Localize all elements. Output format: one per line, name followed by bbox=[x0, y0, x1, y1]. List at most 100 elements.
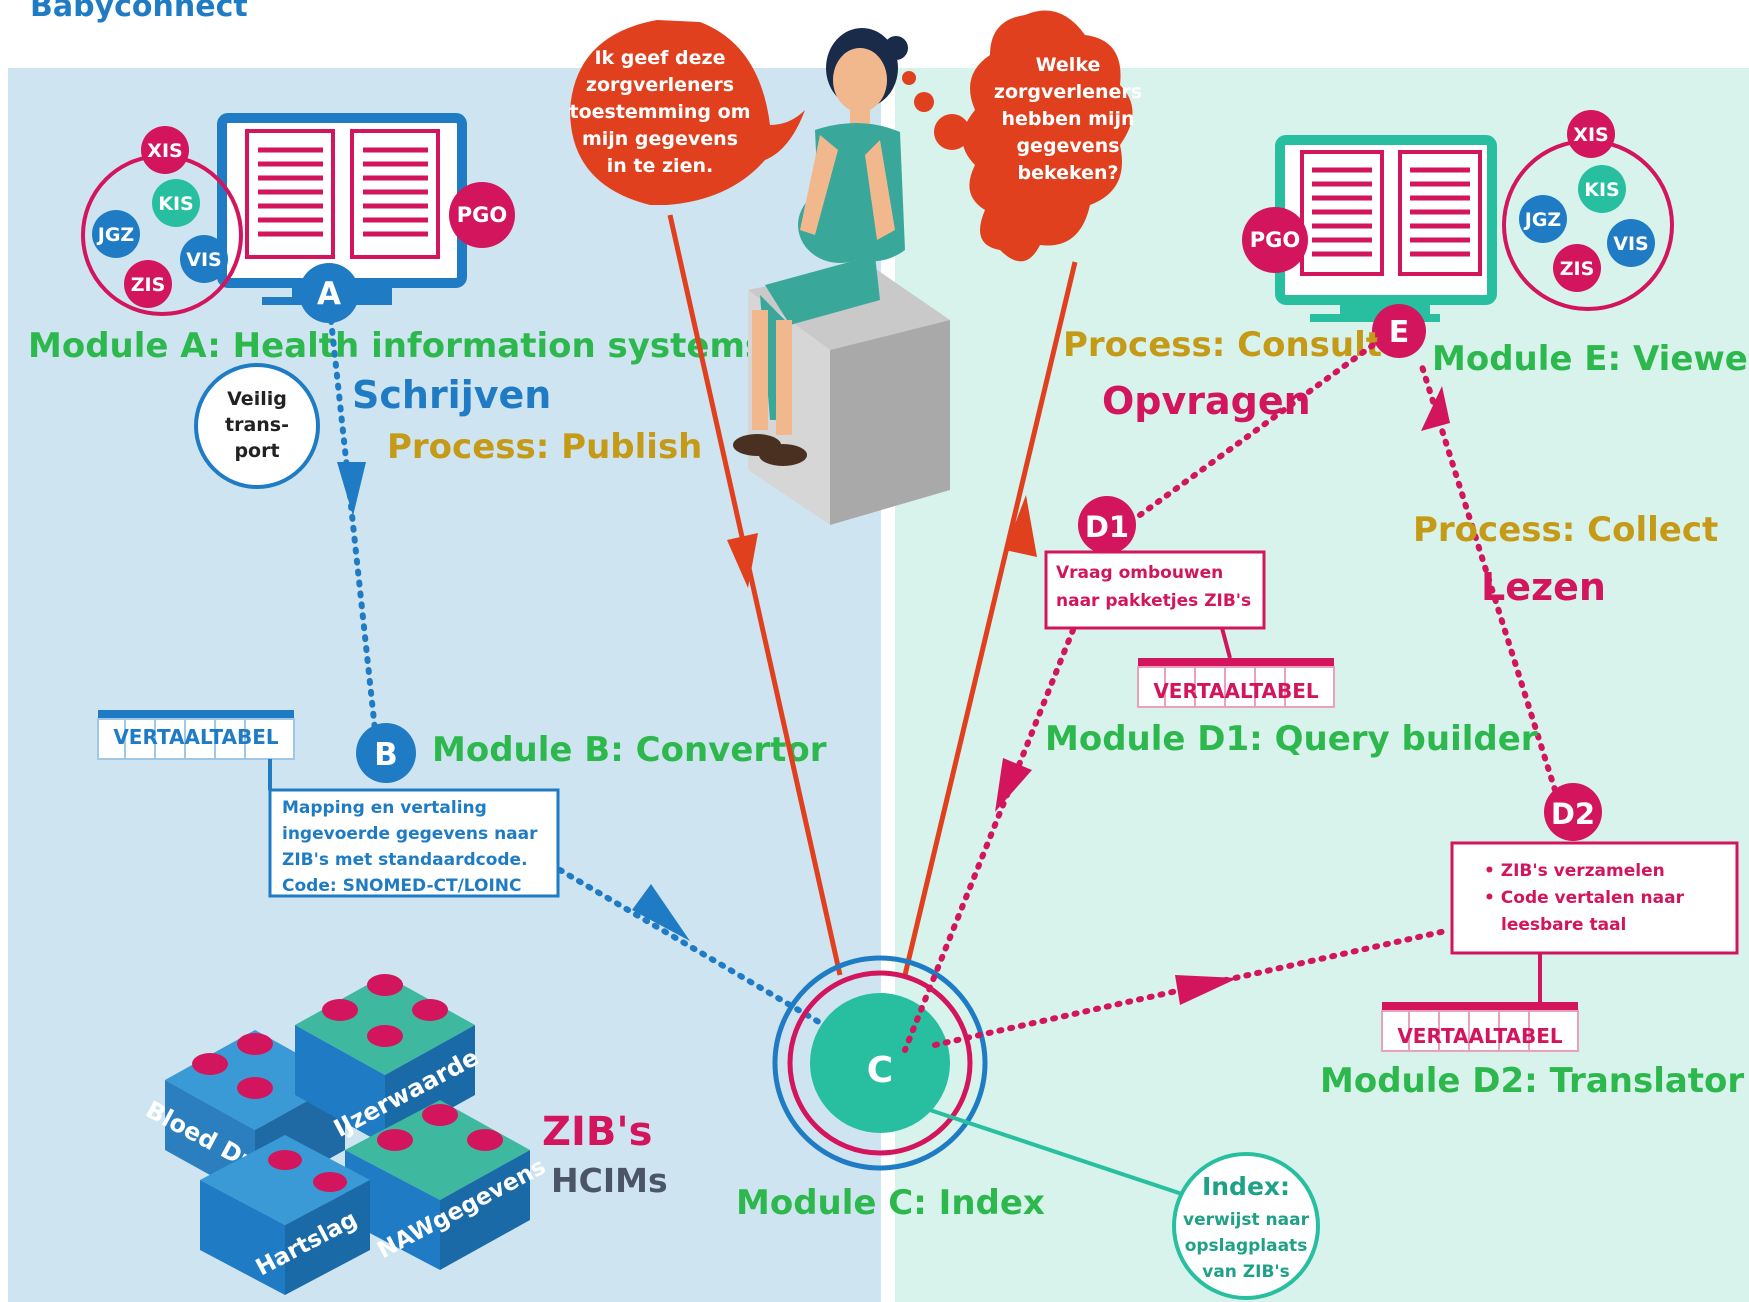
module-d2-marker: D2 bbox=[1544, 783, 1602, 841]
flow-a-to-b bbox=[328, 317, 378, 733]
flow-d2-to-e-arrowhead bbox=[1421, 386, 1450, 431]
svg-text:ZIS: ZIS bbox=[131, 274, 166, 296]
svg-text:XIS: XIS bbox=[1573, 124, 1608, 146]
svg-text:bekeken?: bekeken? bbox=[1017, 162, 1118, 184]
svg-text:KIS: KIS bbox=[1584, 179, 1619, 201]
module-e-monitor-icon bbox=[1275, 135, 1497, 322]
svg-text:ingevoerde gegevens naar: ingevoerde gegevens naar bbox=[282, 824, 538, 844]
svg-text:A: A bbox=[317, 276, 341, 312]
svg-text:PGO: PGO bbox=[457, 203, 507, 227]
module-d1-marker: D1 bbox=[1078, 496, 1136, 554]
svg-text:toestemming om: toestemming om bbox=[569, 101, 750, 123]
svg-text:Mapping en vertaling: Mapping en vertaling bbox=[282, 798, 487, 818]
svg-text:naar pakketjes ZIB's: naar pakketjes ZIB's bbox=[1056, 591, 1251, 611]
module-e-system-badges: XIS KIS JGZ VIS ZIS bbox=[1519, 110, 1655, 292]
babyconnect-logo: Babyconnect bbox=[30, 0, 248, 24]
svg-text:JGZ: JGZ bbox=[1523, 209, 1561, 231]
svg-text:JGZ: JGZ bbox=[96, 224, 134, 246]
module-d1-label: Module D1: Query builder bbox=[1045, 719, 1538, 759]
svg-text:• Code vertalen naar: • Code vertalen naar bbox=[1484, 888, 1685, 908]
opvragen-label: Opvragen bbox=[1102, 379, 1311, 423]
module-b-description-box: Mapping en vertaling ingevoerde gegevens… bbox=[268, 788, 560, 898]
svg-text:VERTAALTABEL: VERTAALTABEL bbox=[113, 725, 279, 749]
svg-text:VERTAALTABEL: VERTAALTABEL bbox=[1153, 679, 1319, 703]
zib-block-ijzerwaarde: IJzerwaarde bbox=[295, 974, 483, 1145]
module-d1-vertaaltabel: VERTAALTABEL bbox=[1137, 627, 1335, 708]
flow-b-to-c bbox=[557, 867, 861, 1048]
module-d2-vertaaltabel: VERTAALTABEL bbox=[1381, 953, 1579, 1052]
module-d2-label: Module D2: Translator bbox=[1320, 1061, 1744, 1101]
svg-text:Ik geef deze: Ik geef deze bbox=[594, 47, 725, 69]
patient-illustration bbox=[733, 28, 950, 525]
zib-subtitle: HCIMs bbox=[551, 1161, 668, 1200]
audit-flow-arrowhead bbox=[1005, 495, 1037, 557]
svg-text:D2: D2 bbox=[1551, 797, 1595, 831]
module-b-vertaaltabel: VERTAALTABEL bbox=[97, 710, 295, 790]
svg-text:Code: SNOMED-CT/LOINC: Code: SNOMED-CT/LOINC bbox=[282, 876, 522, 896]
svg-text:ZIB's met standaardcode.: ZIB's met standaardcode. bbox=[282, 850, 528, 870]
svg-text:mijn gegevens: mijn gegevens bbox=[582, 128, 738, 150]
module-e-marker: E bbox=[1372, 304, 1426, 358]
flow-b-to-c-arrowhead bbox=[632, 884, 690, 941]
module-c-label: Module C: Index bbox=[736, 1183, 1045, 1223]
svg-text:C: C bbox=[867, 1050, 893, 1091]
svg-text:verwijst naar: verwijst naar bbox=[1183, 1210, 1310, 1230]
zib-title: ZIB's bbox=[542, 1109, 652, 1155]
audit-flow-line bbox=[902, 261, 1078, 976]
module-a-marker: A bbox=[299, 263, 359, 323]
svg-text:leesbare taal: leesbare taal bbox=[1501, 915, 1626, 935]
flow-d2-to-e bbox=[1417, 357, 1558, 793]
flow-a-to-b-arrowhead bbox=[337, 462, 366, 516]
svg-text:gegevens: gegevens bbox=[1016, 135, 1119, 157]
svg-text:opslagplaats: opslagplaats bbox=[1185, 1236, 1308, 1256]
zib-block-hartslag: Hartslag bbox=[200, 1135, 370, 1295]
module-a-pgo-badge: PGO bbox=[449, 182, 515, 248]
flow-d1-to-c bbox=[902, 627, 1076, 1053]
consent-flow-arrowhead bbox=[727, 533, 758, 588]
process-collect-label: Process: Collect bbox=[1413, 510, 1718, 550]
svg-text:zorgverleners: zorgverleners bbox=[994, 81, 1142, 103]
svg-text:PGO: PGO bbox=[1250, 228, 1300, 252]
module-a-system-badges: XIS KIS JGZ VIS ZIS bbox=[92, 126, 228, 308]
flow-c-to-d2-arrowhead bbox=[1175, 975, 1238, 1005]
index-connector bbox=[929, 1108, 1201, 1202]
module-d1-description-box: Vraag ombouwen naar pakketjes ZIB's bbox=[1044, 550, 1266, 630]
svg-text:ZIS: ZIS bbox=[1560, 258, 1595, 280]
svg-text:port: port bbox=[234, 440, 279, 462]
svg-text:D1: D1 bbox=[1085, 510, 1129, 544]
lezen-label: Lezen bbox=[1481, 565, 1606, 609]
consent-flow-line bbox=[667, 214, 843, 976]
svg-text:trans-: trans- bbox=[225, 414, 289, 436]
svg-text:in te zien.: in te zien. bbox=[607, 155, 713, 177]
svg-text:hebben mijn: hebben mijn bbox=[1002, 108, 1135, 130]
svg-text:• ZIB's verzamelen: • ZIB's verzamelen bbox=[1484, 861, 1665, 881]
svg-text:Welke: Welke bbox=[1036, 54, 1101, 76]
process-publish-label: Process: Publish bbox=[387, 427, 702, 467]
logo-text: Babyconnect bbox=[30, 0, 248, 24]
zib-blocks-illustration: Bloed Druk IJzerwaarde NAWgegevens bbox=[141, 974, 550, 1295]
svg-text:E: E bbox=[1389, 315, 1410, 350]
svg-text:van ZIB's: van ZIB's bbox=[1202, 1262, 1290, 1282]
consent-speech-bubble: Ik geef deze zorgverleners toestemming o… bbox=[569, 20, 805, 205]
svg-text:B: B bbox=[374, 737, 398, 773]
process-consult-label: Process: Consult bbox=[1063, 325, 1382, 365]
flow-d1-to-c-arrowhead bbox=[995, 758, 1032, 812]
svg-text:Vraag ombouwen: Vraag ombouwen bbox=[1056, 563, 1223, 583]
module-a-monitor-icon bbox=[217, 113, 467, 305]
module-e-label: Module E: Viewer bbox=[1432, 339, 1749, 379]
veilig-transport-badge: Veilig trans- port bbox=[194, 363, 320, 489]
module-b-label: Module B: Convertor bbox=[432, 730, 827, 770]
svg-text:Index:: Index: bbox=[1202, 1172, 1290, 1201]
schrijven-label: Schrijven bbox=[352, 373, 551, 417]
module-a-label: Module A: Health information systems bbox=[28, 326, 765, 366]
svg-text:VERTAALTABEL: VERTAALTABEL bbox=[1397, 1024, 1563, 1048]
module-b-marker: B bbox=[356, 723, 416, 783]
module-e-pgo-badge: PGO bbox=[1242, 207, 1308, 273]
svg-text:zorgverleners: zorgverleners bbox=[586, 74, 734, 96]
svg-text:VIS: VIS bbox=[186, 249, 221, 271]
svg-text:VIS: VIS bbox=[1613, 233, 1648, 255]
module-d2-description-box: • ZIB's verzamelen • Code vertalen naar … bbox=[1450, 841, 1739, 955]
svg-text:KIS: KIS bbox=[158, 193, 193, 215]
svg-text:XIS: XIS bbox=[147, 140, 182, 162]
